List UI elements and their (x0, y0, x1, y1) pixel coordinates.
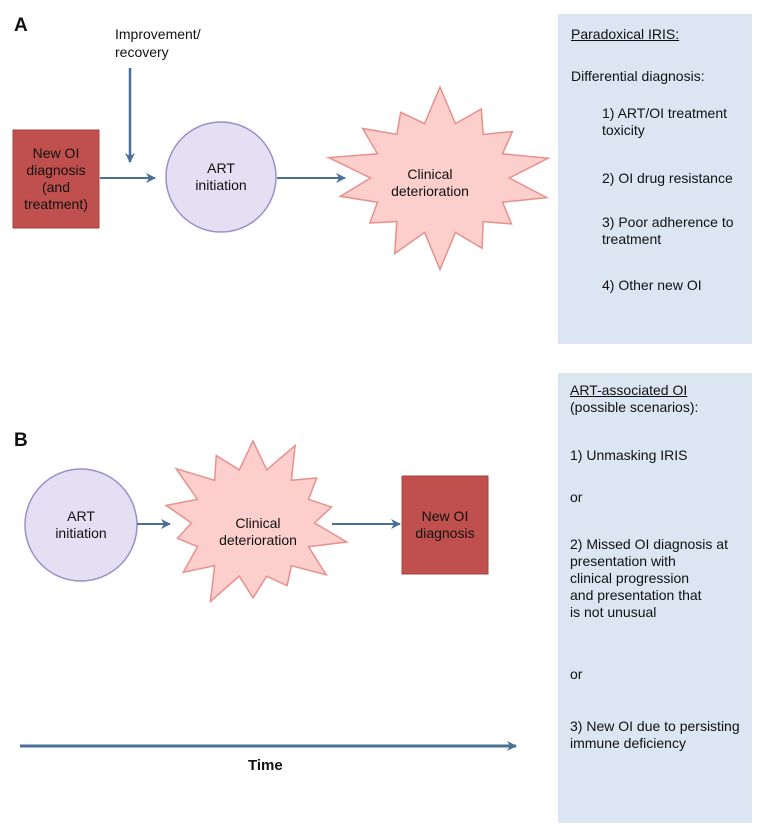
scenario-or-2: or (570, 666, 583, 682)
a-clinical-star (325, 85, 551, 272)
a-art-circle-label: ART initiation (195, 160, 247, 193)
time-label: Time (248, 757, 283, 774)
a-clinical-star-label: Clinical deterioration (391, 166, 469, 199)
b-art-circle-label: ART initiation (55, 508, 107, 541)
differential-item-3: 3) Poor adherence to treatment (602, 214, 734, 247)
paradoxical-iris-title: Paradoxical IRIS: (571, 26, 680, 42)
b-new-oi-box-label: New OI diagnosis (415, 508, 475, 541)
scenario-item-1: 1) Unmasking IRIS (570, 447, 688, 463)
a-new-oi-box (12, 129, 100, 229)
possible-scenarios-label: (possible scenarios): (570, 399, 699, 415)
differential-item-1: 1) ART/OI treatment toxicity (602, 105, 728, 138)
differential-diagnosis-label: Differential diagnosis: (571, 68, 705, 84)
a-art-circle (165, 121, 277, 233)
panel-b-label: B (14, 430, 28, 451)
panel-a-label: A (14, 15, 28, 36)
b-new-oi-box (401, 475, 489, 575)
differential-item-4: 4) Other new OI (602, 277, 702, 293)
art-associated-oi-box: ART-associated OI (possible scenarios): … (558, 373, 752, 823)
differential-item-2: 2) OI drug resistance (602, 170, 733, 186)
scenario-item-2: 2) Missed OI diagnosis at presentation w… (570, 536, 728, 620)
b-clinical-star-label: Clinical deterioration (219, 515, 297, 548)
a-new-oi-box-label: New OI diagnosis (and treatment) (24, 145, 88, 212)
scenario-or-1: or (570, 489, 583, 505)
paradoxical-iris-box: Paradoxical IRIS: Differential diagnosis… (558, 14, 752, 344)
b-clinical-star (164, 439, 350, 604)
art-associated-oi-title: ART-associated OI (570, 382, 688, 398)
improvement-recovery-label: Improvement/ recovery (115, 26, 201, 60)
scenario-item-3: 3) New OI due to persisting immune defic… (570, 718, 740, 751)
